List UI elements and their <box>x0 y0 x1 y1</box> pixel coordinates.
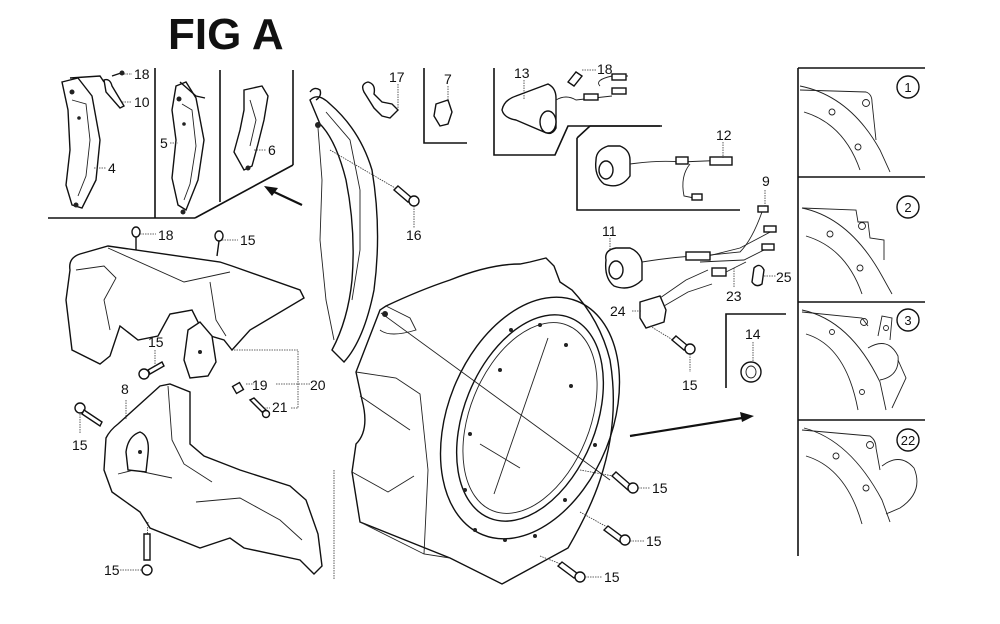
callout-18: 18 <box>158 227 174 243</box>
callout-5: 5 <box>160 135 168 151</box>
callout-9: 9 <box>762 173 770 189</box>
part-18-bolt-c <box>131 226 141 250</box>
variant-3-drawing <box>801 309 907 411</box>
part-15-bolt-a <box>649 325 696 372</box>
variant-22-drawing <box>801 427 918 525</box>
part-15-bolt-d <box>74 402 103 434</box>
inset-panel-side-plates <box>48 68 294 219</box>
inset-box-part-7 <box>423 68 467 144</box>
callout-19: 19 <box>252 377 268 393</box>
part-shroud-side-cover <box>309 87 379 364</box>
callout-15: 15 <box>240 232 256 248</box>
variant-badge-2: 2 <box>896 195 920 219</box>
callout-25: 25 <box>776 269 792 285</box>
callout-15: 15 <box>646 533 662 549</box>
callout-13: 13 <box>514 65 530 81</box>
part-air-guide-upper <box>65 245 305 379</box>
callout-23: 23 <box>726 288 742 304</box>
arrow-to-variants <box>629 412 754 438</box>
callout-labels: 18 10 4 5 6 17 7 13 18 12 9 11 25 23 24 … <box>72 61 792 585</box>
callout-10: 10 <box>134 94 150 110</box>
part-19-20-21-group <box>231 349 299 419</box>
part-15-bolt-b <box>214 230 224 257</box>
part-24-connector-block <box>632 269 713 329</box>
part-main-fan-shroud <box>351 257 621 585</box>
callout-6: 6 <box>268 142 276 158</box>
part-10-clip <box>103 78 125 109</box>
callout-15: 15 <box>104 562 120 578</box>
callout-14: 14 <box>745 326 761 342</box>
part-15-bolt-e <box>141 521 153 576</box>
part-16-bolt <box>329 149 420 228</box>
callout-24: 24 <box>610 303 626 319</box>
part-23-connector <box>711 261 747 288</box>
callout-8: 8 <box>121 381 129 397</box>
inset-box-part-14 <box>725 313 786 388</box>
part-9-wire-harness <box>641 190 777 263</box>
inset-box-part-13 <box>493 68 660 156</box>
callout-18: 18 <box>597 61 613 77</box>
variant-badge-3: 3 <box>896 308 920 332</box>
callout-12: 12 <box>716 127 732 143</box>
part-15-bolt-f <box>579 469 639 494</box>
callout-15: 15 <box>148 334 164 350</box>
variant-labels: 1 2 3 22 <box>896 75 920 452</box>
callout-20: 20 <box>310 377 326 393</box>
part-5-side-plate <box>171 81 206 215</box>
callout-15: 15 <box>682 377 698 393</box>
callout-11: 11 <box>602 223 617 239</box>
part-18-bolt-a <box>111 70 125 77</box>
arrow-to-side-plates <box>264 186 303 206</box>
variant-2-drawing <box>801 207 893 295</box>
callout-15: 15 <box>72 437 88 453</box>
variant-1-drawing <box>799 85 891 173</box>
callout-16: 16 <box>406 227 422 243</box>
variant-column <box>797 67 925 556</box>
callout-7: 7 <box>444 71 452 87</box>
part-15-bolt-g <box>579 511 631 546</box>
callout-4: 4 <box>108 160 116 176</box>
callout-21: 21 <box>272 399 288 415</box>
part-4-side-plate <box>61 75 105 209</box>
svg-text:22: 22 <box>901 433 915 448</box>
variant-badge-1: 1 <box>896 75 920 99</box>
callout-dash-leaders <box>94 69 650 578</box>
part-6-side-plate <box>233 85 269 171</box>
callout-15: 15 <box>604 569 620 585</box>
svg-text:3: 3 <box>904 313 911 328</box>
part-17-bracket <box>361 81 399 119</box>
callout-17: 17 <box>389 69 405 85</box>
part-11-switch <box>604 238 643 289</box>
inset-box-part-12 <box>576 125 740 211</box>
part-15-bolt-c <box>138 350 165 380</box>
svg-text:1: 1 <box>904 80 911 95</box>
variant-badge-22: 22 <box>896 428 920 452</box>
part-8-lower-guide <box>103 383 323 575</box>
callout-15: 15 <box>652 480 668 496</box>
part-25-clip <box>751 264 776 287</box>
svg-text:2: 2 <box>904 200 911 215</box>
callout-18: 18 <box>134 66 150 82</box>
figure-title: FIG A <box>168 10 284 59</box>
